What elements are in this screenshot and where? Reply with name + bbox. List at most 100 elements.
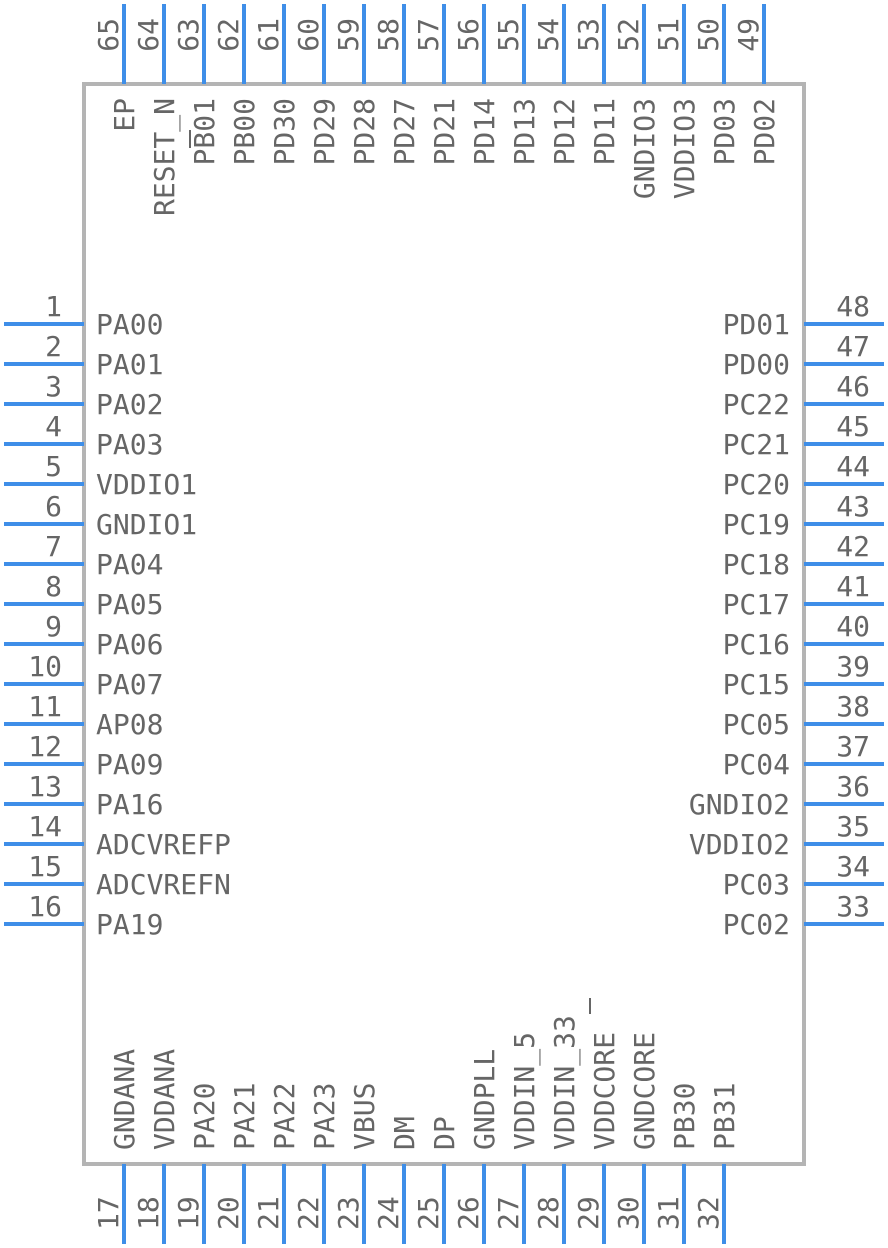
pin-number-1: 1	[45, 290, 62, 323]
pin-number-20: 20	[212, 1196, 245, 1230]
pin-number-8: 8	[45, 570, 62, 603]
pin-label-57: PD21	[428, 98, 461, 165]
pin-number-10: 10	[28, 650, 62, 683]
pin-label-20: PA21	[228, 1083, 261, 1150]
pin-number-41: 41	[836, 570, 870, 603]
pin-number-65: 65	[92, 18, 125, 52]
left-pin-group: 1PA002PA013PA024PA035VDDIO16GNDIO17PA048…	[4, 290, 231, 941]
pin-label-11: AP08	[96, 708, 163, 741]
pin-label-3: PA02	[96, 388, 163, 421]
pin-label-30: GNDCORE	[628, 1032, 661, 1150]
pin-number-60: 60	[292, 18, 325, 52]
pin-number-3: 3	[45, 370, 62, 403]
pin-label-4: PA03	[96, 428, 163, 461]
pin-label-40: PC16	[723, 628, 790, 661]
pin-number-32: 32	[692, 1196, 725, 1230]
pin-label-28: VDDIN_33	[548, 1015, 582, 1150]
pin-label-34: PC03	[723, 868, 790, 901]
pin-label-6: GNDIO1	[96, 508, 197, 541]
pin-number-46: 46	[836, 370, 870, 403]
pin-label-24: DM	[388, 1116, 421, 1150]
pin-number-29: 29	[572, 1196, 605, 1230]
pin-number-12: 12	[28, 730, 62, 763]
pin-label-35: VDDIO2	[689, 828, 790, 861]
pin-label-25: DP	[428, 1116, 461, 1150]
pin-number-18: 18	[132, 1196, 165, 1230]
pin-number-4: 4	[45, 410, 62, 443]
pin-label-1: PA00	[96, 308, 163, 341]
pin-number-58: 58	[372, 18, 405, 52]
pin-label-32: PB31	[708, 1083, 741, 1150]
pin-label-47: PD00	[723, 348, 790, 381]
pin-number-6: 6	[45, 490, 62, 523]
pin-label-19: PA20	[188, 1083, 221, 1150]
pin-number-61: 61	[252, 18, 285, 52]
pin-label-60: PD29	[308, 98, 341, 165]
pin-number-25: 25	[412, 1196, 445, 1230]
pin-number-9: 9	[45, 610, 62, 643]
pin-label-51: VDDIO3	[668, 98, 701, 199]
pin-number-59: 59	[332, 18, 365, 52]
pin-label-59: PD28	[348, 98, 381, 165]
pin-label-42: PC18	[723, 548, 790, 581]
pin-label-45: PC21	[723, 428, 790, 461]
pin-number-27: 27	[492, 1196, 525, 1230]
pin-number-14: 14	[28, 810, 62, 843]
pin-label-21: PA22	[268, 1083, 301, 1150]
pin-label-58: PD27	[388, 98, 421, 165]
pin-number-51: 51	[652, 18, 685, 52]
pin-number-50: 50	[692, 18, 725, 52]
pin-number-22: 22	[292, 1196, 325, 1230]
pin-label-38: PC05	[723, 708, 790, 741]
pin-number-63: 63	[172, 18, 205, 52]
pin-number-40: 40	[836, 610, 870, 643]
pin-label-50: PD03	[708, 98, 741, 165]
pin-label-22: PA23	[308, 1083, 341, 1150]
pin-label-16: PA19	[96, 908, 163, 941]
pin-label-26: GNDPLL	[468, 1049, 501, 1150]
pin-label-61: PD30	[268, 98, 301, 165]
pin-number-35: 35	[836, 810, 870, 843]
pin-label-54: PD12	[548, 98, 581, 165]
pin-number-37: 37	[836, 730, 870, 763]
pin-number-62: 62	[212, 18, 245, 52]
pin-number-57: 57	[412, 18, 445, 52]
pin-number-24: 24	[372, 1196, 405, 1230]
pin-label-33: PC02	[723, 908, 790, 941]
pin-label-62: PB00	[228, 98, 261, 165]
pin-label-65: EP	[108, 98, 141, 132]
pin-label-27: VDDIN_5	[508, 1032, 542, 1150]
pin-label-7: PA04	[96, 548, 163, 581]
pin-label-39: PC15	[723, 668, 790, 701]
pin-label-53: PD11	[588, 98, 621, 165]
pin-number-19: 19	[172, 1196, 205, 1230]
pin-label-52: GNDIO3	[628, 98, 661, 199]
pin-label-2: PA01	[96, 348, 163, 381]
pin-number-26: 26	[452, 1196, 485, 1230]
pin-label-36: GNDIO2	[689, 788, 790, 821]
pin-number-11: 11	[28, 690, 62, 723]
pin-number-16: 16	[28, 890, 62, 923]
pin-number-53: 53	[572, 18, 605, 52]
pin-number-21: 21	[252, 1196, 285, 1230]
pin-number-44: 44	[836, 450, 870, 483]
pin-label-41: PC17	[723, 588, 790, 621]
pin-number-56: 56	[452, 18, 485, 52]
pin-number-13: 13	[28, 770, 62, 803]
pin-label-49: PD02	[748, 98, 781, 165]
pin-number-34: 34	[836, 850, 870, 883]
pin-label-5: VDDIO1	[96, 468, 197, 501]
pin-number-55: 55	[492, 18, 525, 52]
pin-label-17: GNDANA	[108, 1049, 141, 1150]
pin-label-44: PC20	[723, 468, 790, 501]
pin-number-28: 28	[532, 1196, 565, 1230]
pin-number-38: 38	[836, 690, 870, 723]
pin-label-29: VDDCORE	[588, 1032, 621, 1150]
pin-label-64: RESET_N	[148, 98, 182, 216]
pin-label-43: PC19	[723, 508, 790, 541]
pin-number-2: 2	[45, 330, 62, 363]
pin-label-56: PD14	[468, 98, 501, 165]
pin-label-8: PA05	[96, 588, 163, 621]
pin-label-63: PB01	[188, 98, 221, 165]
